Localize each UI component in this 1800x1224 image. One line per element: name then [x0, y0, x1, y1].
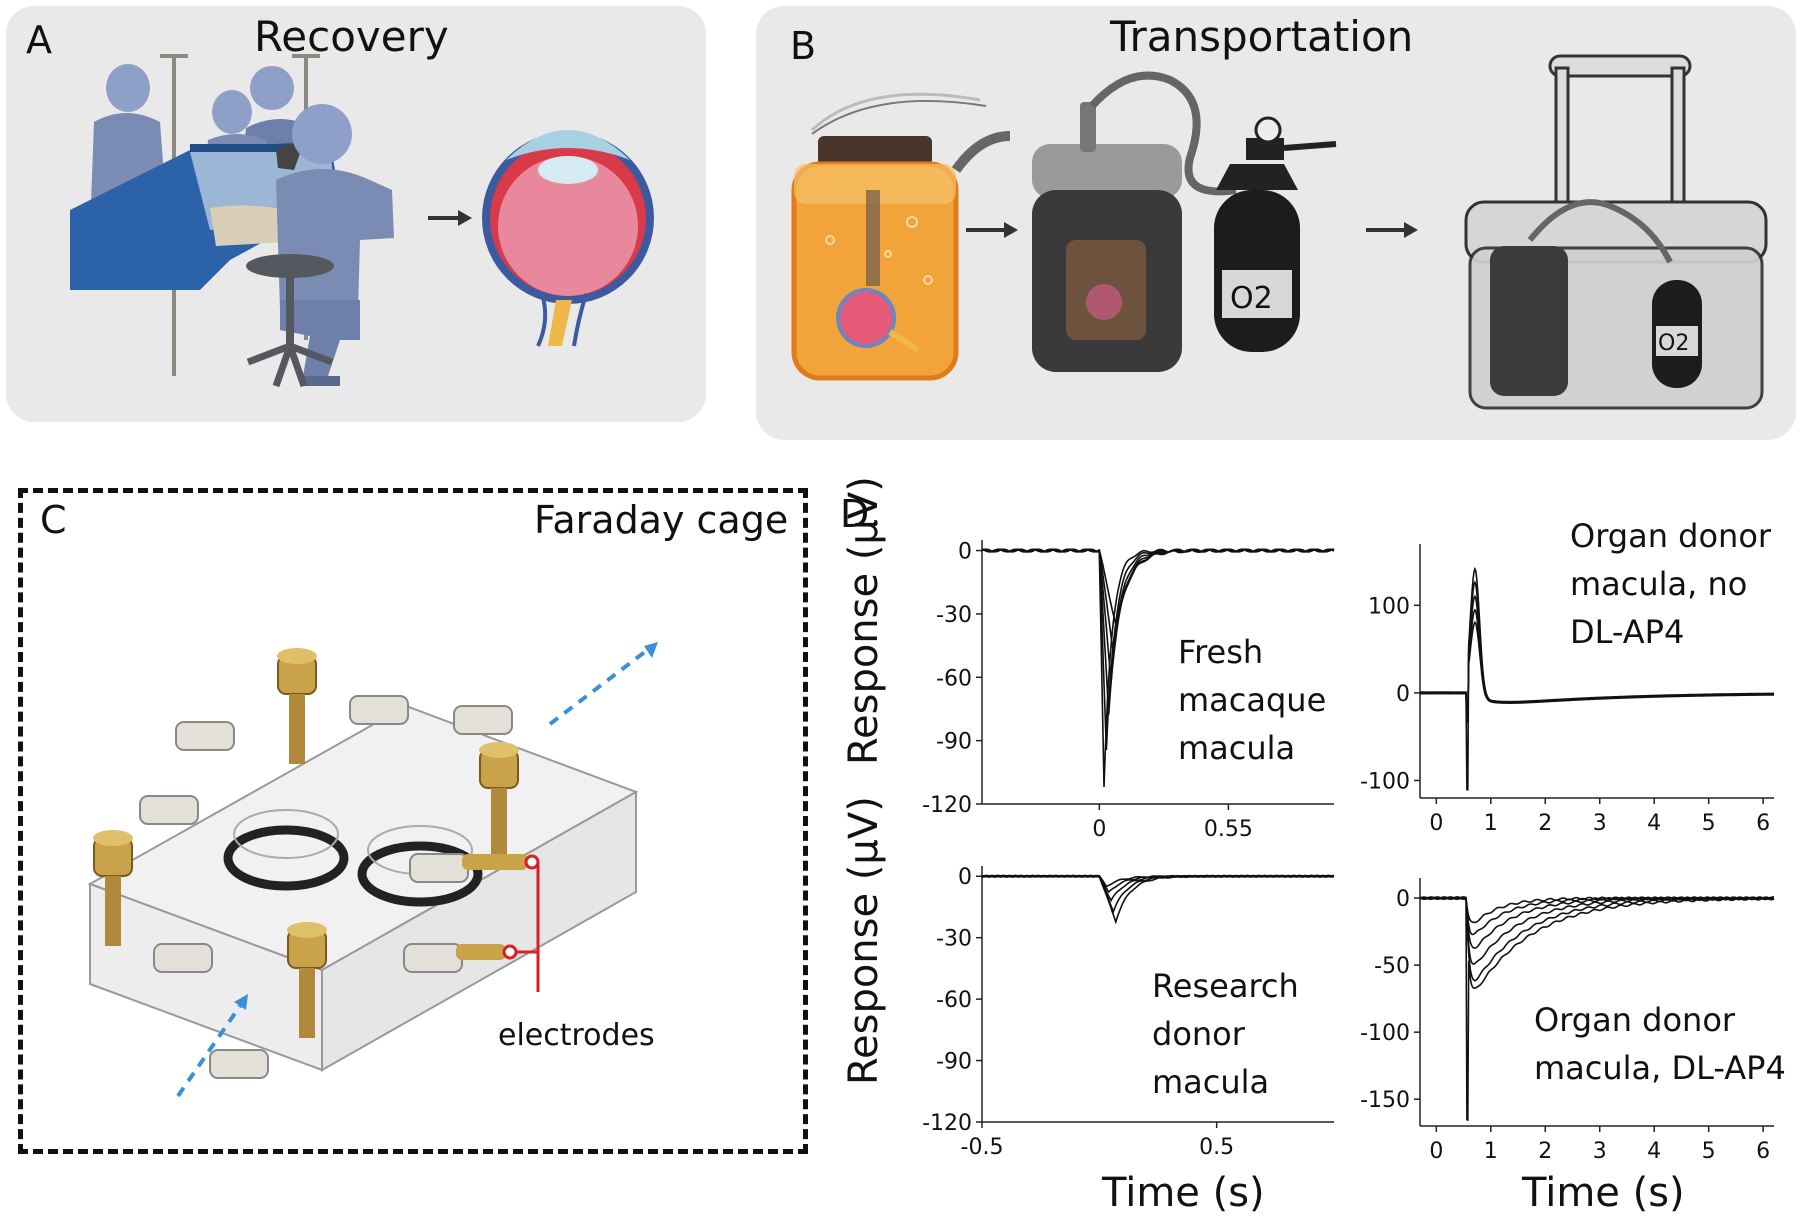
y-tick-label: 0: [1396, 887, 1410, 912]
x-axis-label: Time (s): [1102, 1170, 1265, 1216]
x-tick-label: 0: [1429, 811, 1443, 836]
response-trace: [1419, 620, 1774, 723]
recording-well: [223, 809, 349, 891]
stool: [246, 254, 334, 388]
x-tick-label: -0.5: [961, 1135, 1004, 1160]
oxygen-tank: [1214, 116, 1337, 352]
x-axis-label: Time (s): [1522, 1170, 1685, 1216]
oxygen-tank-label: O2: [1658, 331, 1689, 356]
response-trace: [981, 874, 1335, 888]
response-trace: [981, 874, 1335, 925]
panel-d-letter: D: [840, 492, 870, 536]
flow-direction-arrow: [176, 642, 658, 1098]
y-tick-label: -60: [936, 666, 972, 691]
brass-thumbscrew: [93, 830, 133, 946]
x-tick-label: 6: [1756, 811, 1770, 836]
chart-organ-donor-dlap4: 0 -50 -100 -150 0 1 2 3 4 5 6: [1360, 878, 1775, 1164]
x-tick-label: 0: [1429, 1139, 1443, 1164]
x-tick-label: 0.5: [1199, 1135, 1234, 1160]
y-tick-label: -100: [1360, 769, 1410, 794]
y-tick-label: 0: [958, 540, 972, 565]
oxygen-tank-label: O2: [1230, 281, 1273, 316]
faraday-cage-frame: [18, 488, 808, 1154]
surgery-illustration: [70, 54, 654, 388]
chart-research-donor: 0 -30 -60 -90 -120-0.5 0.5: [922, 865, 1335, 1160]
x-tick-label: 2: [1538, 811, 1552, 836]
y-tick-label: -150: [1360, 1088, 1410, 1113]
transport-cooler: [1464, 54, 1768, 410]
x-tick-label: 4: [1647, 1139, 1661, 1164]
brass-thumbscrew: [287, 922, 327, 1038]
panel-c-letter: C: [40, 498, 67, 542]
y-tick-label: -120: [922, 1111, 972, 1136]
x-tick-label: 1: [1484, 1139, 1498, 1164]
y-tick-label: -50: [1374, 954, 1410, 979]
y-tick-label: -100: [1360, 1021, 1410, 1046]
response-trace: [981, 874, 1335, 914]
y-axis-label: Response (µV): [841, 796, 887, 1085]
panel-b-letter: B: [790, 24, 817, 68]
panel-a-letter: A: [26, 18, 52, 62]
insulated-container: [951, 71, 1237, 372]
arrow-right-icon: [966, 222, 1018, 238]
oxygenated-jar: [791, 92, 987, 381]
y-tick-label: 0: [958, 865, 972, 890]
electrode: [456, 854, 540, 992]
x-tick-label: 3: [1593, 1139, 1607, 1164]
y-tick-label: -120: [922, 793, 972, 818]
bnc-connector: [139, 695, 513, 1079]
x-tick-label: 5: [1702, 811, 1716, 836]
response-trace: [981, 874, 1335, 903]
brass-thumbscrew: [277, 648, 317, 764]
y-tick-label: 100: [1368, 594, 1410, 619]
x-tick-label: 3: [1593, 811, 1607, 836]
y-axis-label: Response (µV): [841, 476, 887, 765]
y-tick-label: -30: [936, 603, 972, 628]
x-tick-label: 0.55: [1204, 817, 1253, 842]
y-tick-label: -60: [936, 988, 972, 1013]
panel-b-title: Transportation: [1110, 12, 1414, 61]
y-tick-label: -30: [936, 927, 972, 952]
x-tick-label: 2: [1538, 1139, 1552, 1164]
brass-thumbscrew: [479, 742, 519, 858]
panel-a-title: Recovery: [254, 12, 449, 61]
x-tick-label: 4: [1647, 811, 1661, 836]
arrow-right-icon: [428, 210, 472, 226]
transportation-illustration: O2 O2: [791, 54, 1768, 410]
electrodes-label: electrodes: [498, 1018, 655, 1053]
y-tick-label: -90: [936, 1050, 972, 1075]
arrow-right-icon: [1366, 222, 1418, 238]
eye-cross-section: [482, 130, 654, 347]
x-tick-label: 6: [1756, 1139, 1770, 1164]
x-tick-label: 0: [1092, 817, 1106, 842]
y-tick-label: 0: [1396, 682, 1410, 707]
panel-c-title: Faraday cage: [534, 498, 789, 542]
chart-organ-donor-no-dlap4: 100 0 -100 0 1 2 3 4 5 6: [1360, 544, 1775, 836]
x-tick-label: 5: [1702, 1139, 1716, 1164]
response-trace: [1419, 896, 1775, 924]
response-trace: [981, 548, 1335, 625]
x-tick-label: 1: [1484, 811, 1498, 836]
y-tick-label: -90: [936, 730, 972, 755]
chart-fresh-macaque: 0 -30 -60 -90 -120 0 0.55: [922, 540, 1335, 842]
recording-chamber-illustration: [87, 642, 658, 1098]
response-trace: [1419, 896, 1775, 936]
